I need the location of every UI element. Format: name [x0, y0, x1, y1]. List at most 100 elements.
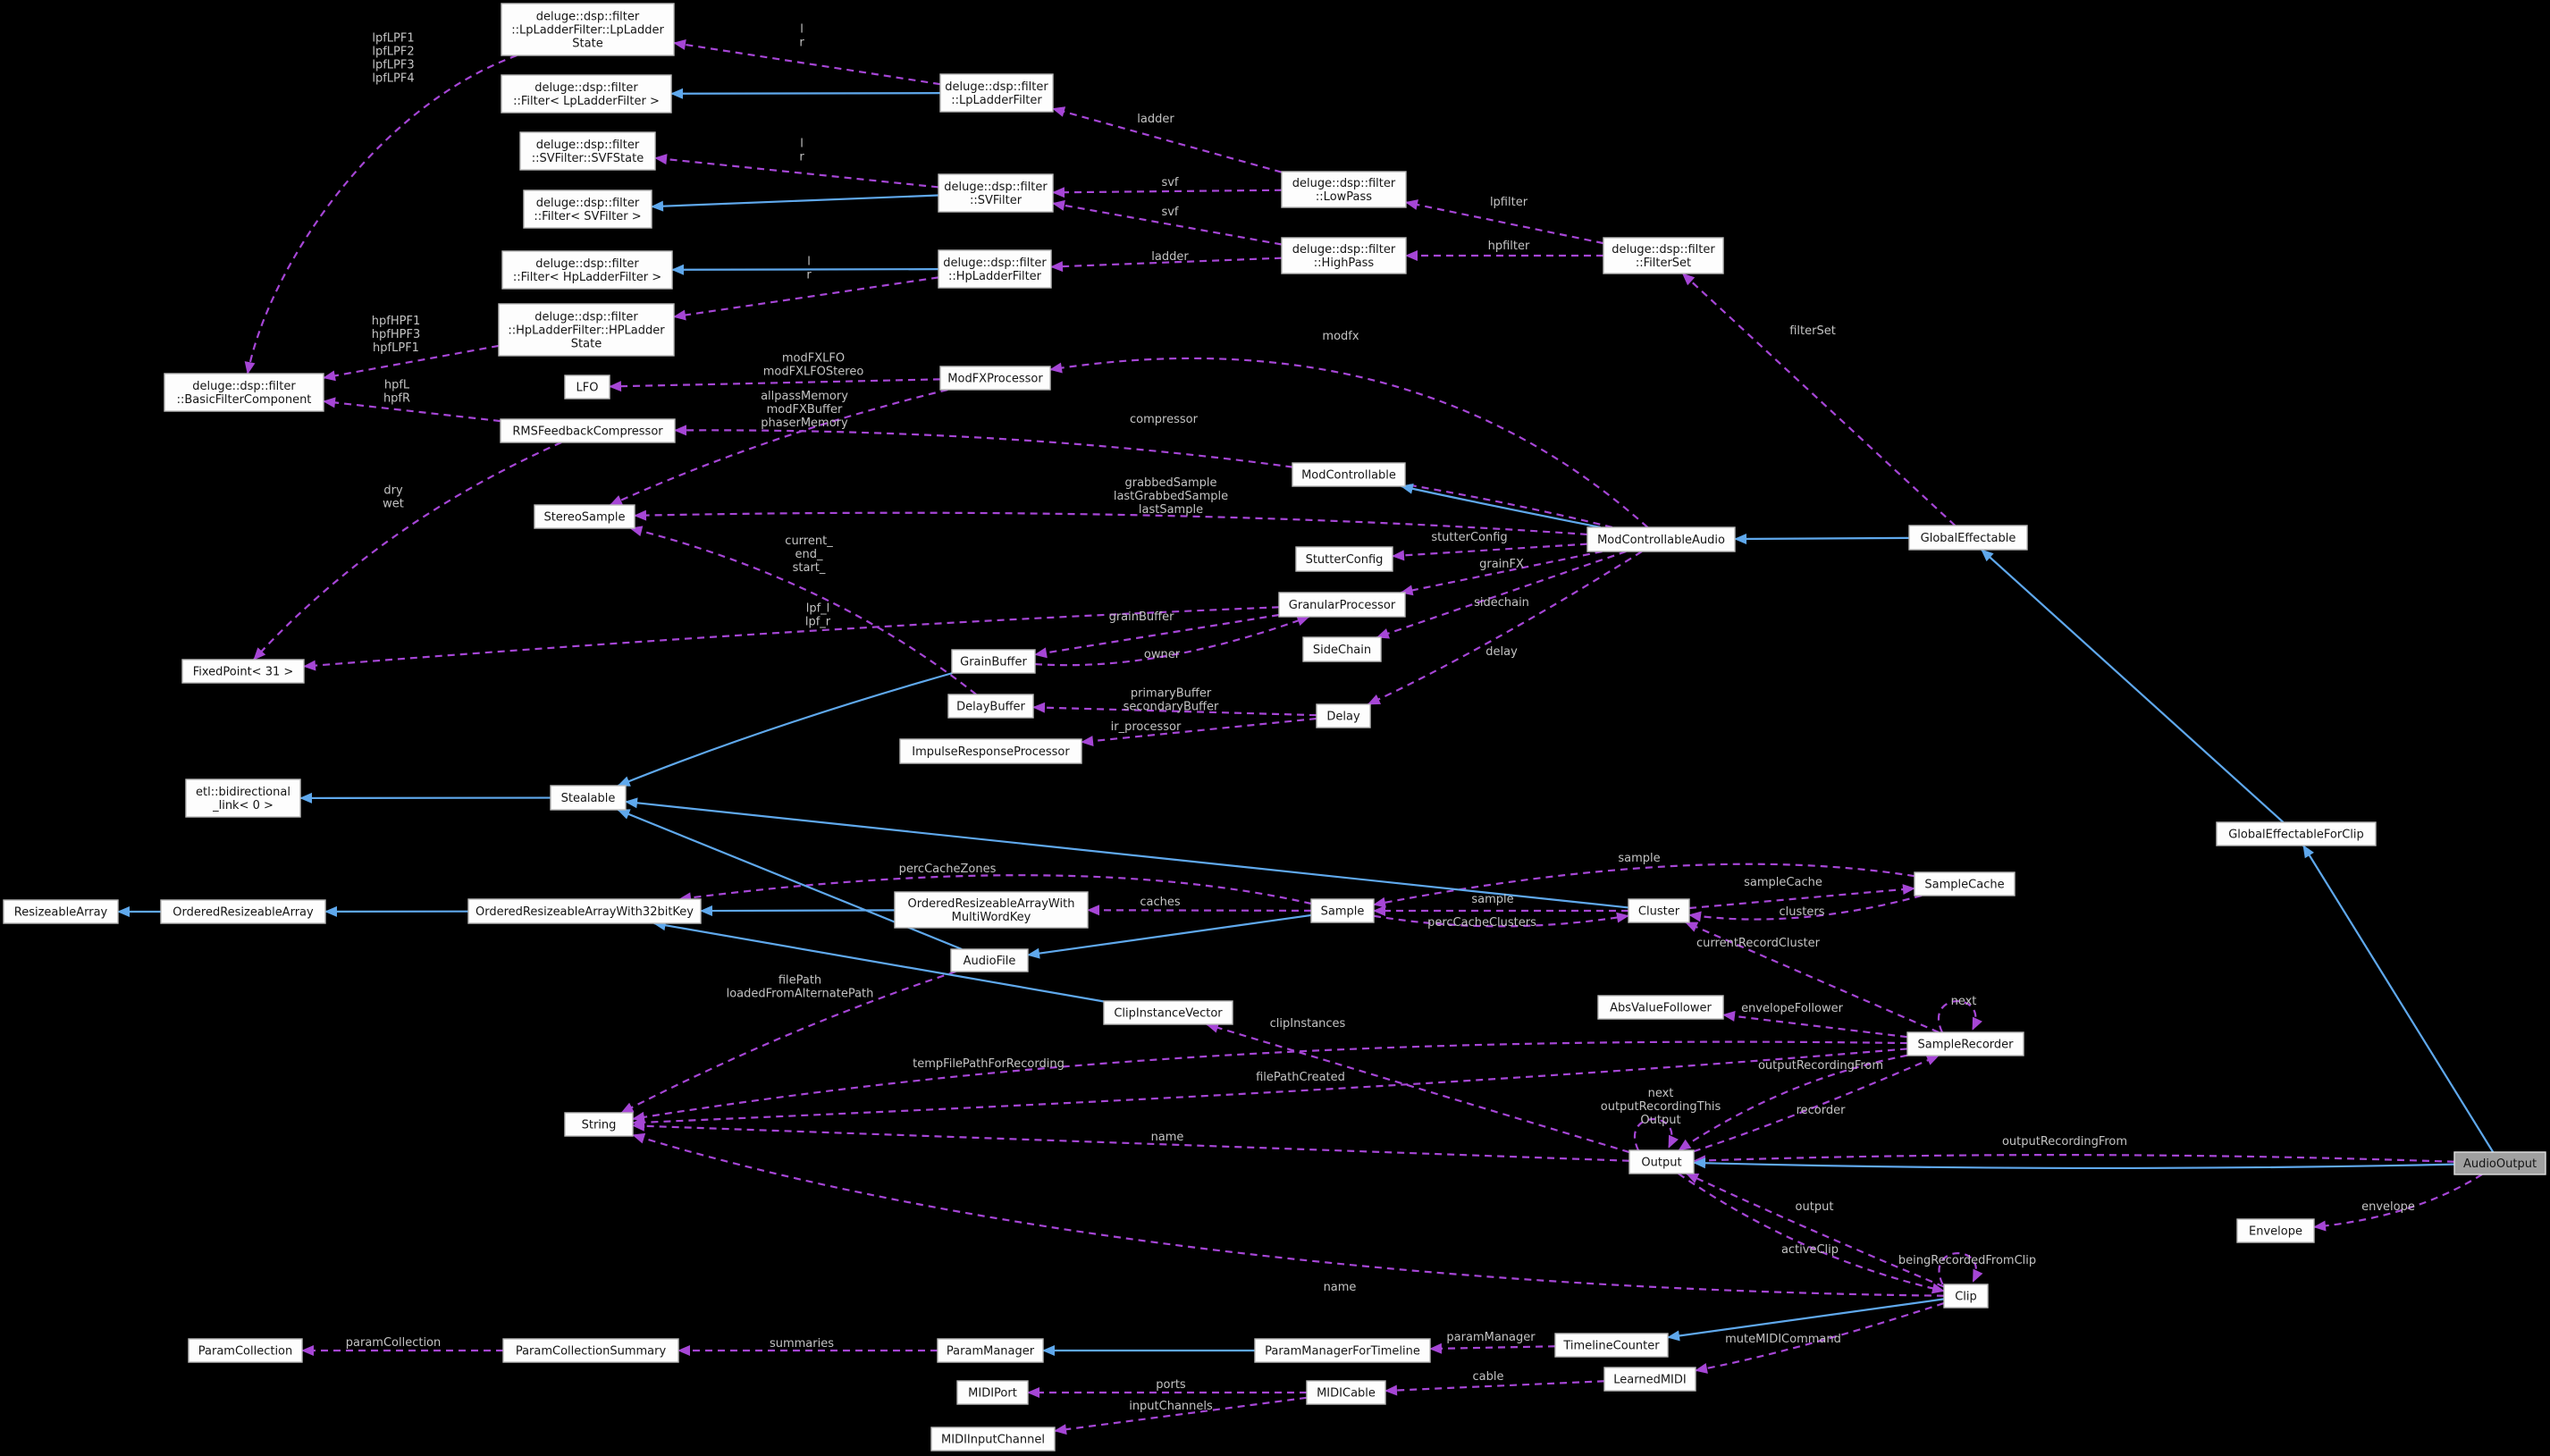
edge-label-mod_controllable_audio-granular_processor: grainFX — [1479, 558, 1524, 571]
node-delay_buffer[interactable]: DelayBuffer — [947, 694, 1034, 719]
node-etl_link[interactable]: etl::bidirectional_link< 0 > — [185, 778, 301, 818]
node-label-audio_output: AudioOutput — [2463, 1157, 2537, 1171]
node-ordered_resizeable_array[interactable]: OrderedResizeableArray — [160, 899, 326, 924]
node-lowpass[interactable]: deluge::dsp::filter::LowPass — [1281, 171, 1407, 208]
edge-label-sample_recorder-cluster: currentRecordCluster — [1696, 937, 1821, 950]
node-filter_lpladder[interactable]: deluge::dsp::filter::Filter< LpLadderFil… — [501, 74, 672, 114]
node-filter_svf[interactable]: deluge::dsp::filter::Filter< SVFilter > — [523, 189, 652, 229]
node-mod_controllable[interactable]: ModControllable — [1292, 462, 1406, 487]
edge-label-midi_cable-midi_input_channel: inputChannels — [1129, 1400, 1213, 1413]
edge-clip-output — [1686, 1173, 1945, 1288]
node-rms_compressor[interactable]: RMSFeedbackCompressor — [500, 418, 676, 443]
node-lpladder_filter[interactable]: deluge::dsp::filter::LpLadderFilter — [939, 73, 1054, 113]
node-svf_state[interactable]: deluge::dsp::filter::SVFilter::SVFState — [519, 131, 656, 171]
nodes: deluge::dsp::filter::LpLadderFilter::LpL… — [3, 3, 2546, 1452]
edge-global_effectable-mod_controllable_audio — [1734, 533, 1910, 544]
node-audio_output[interactable]: AudioOutput — [2453, 1151, 2546, 1175]
node-learned_midi[interactable]: LearnedMIDI — [1603, 1367, 1696, 1392]
node-param_manager_for_timeline[interactable]: ParamManagerForTimeline — [1254, 1338, 1431, 1363]
node-label-hpladder_state: deluge::dsp::filter::HpLadderFilter::HPL… — [508, 311, 665, 351]
node-stereo_sample[interactable]: StereoSample — [534, 504, 635, 529]
edge-label-sample_recorder-output: outputRecordingFrom — [1758, 1059, 1883, 1073]
node-filter_hpladder[interactable]: deluge::dsp::filter::Filter< HpLadderFil… — [501, 250, 673, 290]
node-svfilter[interactable]: deluge::dsp::filter::SVFilter — [938, 173, 1054, 213]
node-label-ir_processor: ImpulseResponseProcessor — [912, 745, 1070, 759]
node-mod_controllable_audio[interactable]: ModControllableAudio — [1586, 526, 1736, 552]
node-label-param_manager: ParamManager — [947, 1345, 1035, 1359]
edge-label-delay_buffer-stereo_sample: current_end_start_ — [785, 534, 833, 575]
node-midi_cable[interactable]: MIDICable — [1306, 1380, 1386, 1405]
edge-sample-audio_file — [1027, 913, 1312, 959]
node-filterset[interactable]: deluge::dsp::filter::FilterSet — [1603, 237, 1724, 274]
edge-label-mod_controllable_audio-modfx_processor: modfx — [1322, 330, 1359, 343]
edge-timeline_counter-param_manager_for_timeline — [1429, 1342, 1556, 1354]
node-ir_processor[interactable]: ImpulseResponseProcessor — [899, 738, 1082, 764]
node-granular_processor[interactable]: GranularProcessor — [1278, 592, 1406, 618]
node-grain_buffer[interactable]: GrainBuffer — [951, 649, 1036, 674]
node-midi_input_channel[interactable]: MIDIInputChannel — [930, 1427, 1056, 1452]
node-param_collection_summary[interactable]: ParamCollectionSummary — [502, 1338, 679, 1363]
edge-label-sample-cluster: percCacheClusters — [1427, 916, 1536, 930]
node-envelope[interactable]: Envelope — [2236, 1218, 2315, 1243]
node-sample[interactable]: Sample — [1310, 898, 1375, 923]
edge-label-sample_recorder-string: filePathCreated — [1256, 1071, 1345, 1084]
node-modfx_processor[interactable]: ModFXProcessor — [939, 366, 1051, 391]
edge-sample_recorder-cluster — [1685, 921, 1940, 1034]
node-abs_value_follower[interactable]: AbsValueFollower — [1597, 995, 1724, 1020]
node-sample_cache[interactable]: SampleCache — [1914, 871, 2016, 896]
node-label-sample: Sample — [1321, 905, 1365, 919]
edge-label-output-string: name — [1151, 1131, 1184, 1144]
node-fixed_point[interactable]: FixedPoint< 31 > — [181, 659, 305, 684]
node-basic_filter[interactable]: deluge::dsp::filter::BasicFilterComponen… — [164, 373, 324, 412]
edge-grain_buffer-stealable — [617, 671, 954, 787]
node-timeline_counter[interactable]: TimelineCounter — [1554, 1333, 1669, 1358]
node-hpladder_state[interactable]: deluge::dsp::filter::HpLadderFilter::HPL… — [498, 303, 675, 357]
node-highpass[interactable]: deluge::dsp::filter::HighPass — [1281, 237, 1407, 274]
node-audio_file[interactable]: AudioFile — [950, 948, 1029, 972]
node-ordered_32bit[interactable]: OrderedResizeableArrayWith32bitKey — [467, 898, 702, 924]
node-lpladder_state[interactable]: deluge::dsp::filter::LpLadderFilter::LpL… — [501, 3, 675, 56]
edge-label-mod_controllable_audio-delay: delay — [1485, 645, 1518, 659]
edge-granular_processor-grain_buffer — [1034, 613, 1280, 659]
edge-label-output-clip_instance_vector: clipInstances — [1270, 1017, 1346, 1031]
node-label-output: Output — [1641, 1157, 1681, 1170]
node-sample_recorder[interactable]: SampleRecorder — [1906, 1031, 2024, 1056]
edge-modfx_processor-stereo_sample — [609, 388, 948, 507]
node-sidechain[interactable]: SideChain — [1302, 636, 1382, 662]
edge-delay-ir_processor — [1081, 717, 1317, 747]
node-stutter_config[interactable]: StutterConfig — [1295, 546, 1393, 572]
node-label-hpladder_filter: deluge::dsp::filter::HpLadderFilter — [943, 257, 1047, 283]
node-delay[interactable]: Delay — [1316, 703, 1371, 728]
node-clip[interactable]: Clip — [1943, 1283, 1989, 1309]
edge-hpladder_filter-hpladder_state — [673, 276, 939, 321]
node-global_effectable[interactable]: GlobalEffectable — [1908, 525, 2028, 551]
node-stealable[interactable]: Stealable — [550, 785, 627, 811]
node-param_collection[interactable]: ParamCollection — [188, 1338, 303, 1363]
node-global_effectable_for_clip[interactable]: GlobalEffectableForClip — [2216, 821, 2377, 846]
edge-rms_compressor-basic_filter — [323, 397, 501, 423]
edge-hpladder_filter-filter_hpladder — [671, 264, 939, 275]
node-label-filterset: deluge::dsp::filter::FilterSet — [1612, 243, 1715, 270]
node-resizeable_array[interactable]: ResizeableArray — [3, 899, 119, 924]
node-hpladder_filter[interactable]: deluge::dsp::filter::HpLadderFilter — [938, 249, 1052, 289]
node-string[interactable]: String — [564, 1112, 634, 1137]
node-label-mod_controllable: ModControllable — [1301, 469, 1396, 483]
edge-label-sample-ordered_multiword: caches — [1140, 896, 1180, 909]
node-output[interactable]: Output — [1628, 1149, 1695, 1174]
edge-label-timeline_counter-param_manager_for_timeline: paramManager — [1446, 1331, 1536, 1344]
edge-label-cluster-sample_cache: sampleCache — [1744, 876, 1822, 889]
node-midi_port[interactable]: MIDIPort — [956, 1380, 1029, 1405]
node-param_manager[interactable]: ParamManager — [937, 1338, 1044, 1363]
edge-lpladder_filter-lpladder_state — [673, 39, 941, 86]
node-cluster[interactable]: Cluster — [1628, 898, 1690, 923]
node-lfo[interactable]: LFO — [564, 375, 610, 400]
edge-delay-delay_buffer — [1032, 702, 1317, 717]
node-label-granular_processor: GranularProcessor — [1289, 599, 1396, 612]
node-label-clip: Clip — [1955, 1291, 1977, 1304]
node-clip_instance_vector[interactable]: ClipInstanceVector — [1103, 1000, 1233, 1025]
